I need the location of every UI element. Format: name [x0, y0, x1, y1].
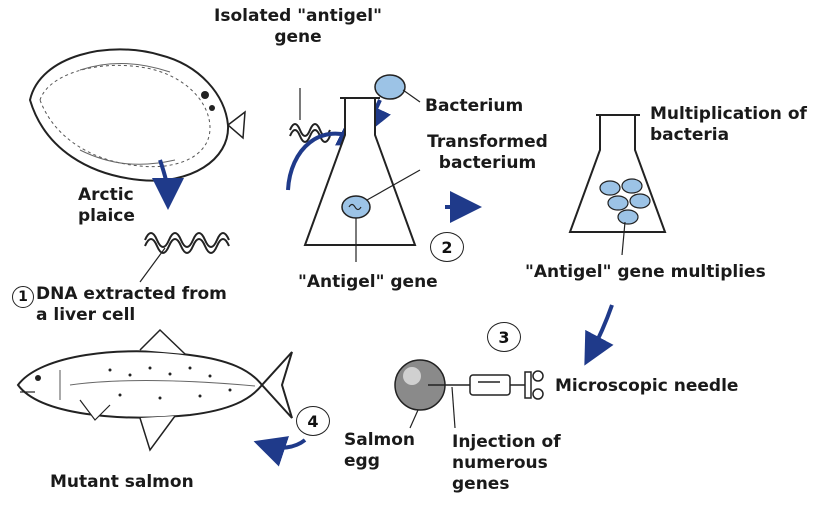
step-2-badge: 2	[430, 232, 464, 262]
transformed-bacterium-label: Transformed bacterium	[400, 132, 575, 174]
arctic-plaice-illustration	[30, 49, 245, 180]
isolated-gene-icon	[290, 124, 330, 142]
microscopic-needle-label: Microscopic needle	[555, 376, 738, 397]
isolated-gene-label: Isolated "antigel" gene	[198, 6, 398, 48]
gene-multiplies-label: "Antigel" gene multiplies	[525, 262, 766, 283]
step-4-badge: 4	[296, 406, 330, 436]
step-3-badge: 3	[487, 322, 521, 352]
step-1-badge: 1	[12, 286, 34, 308]
arrow-to-mutant-salmon	[265, 440, 305, 448]
multiplication-label: Multiplication of bacteria	[650, 104, 807, 146]
bacterium-label: Bacterium	[425, 96, 523, 117]
antigel-gene-label: "Antigel" gene	[298, 272, 438, 293]
flask-transformation	[305, 98, 415, 245]
dna-coil-icon	[145, 233, 229, 253]
arctic-plaice-label: Arctic plaice	[78, 185, 135, 227]
bacterium-icon	[375, 75, 405, 99]
salmon-egg-label: Salmon egg	[344, 430, 415, 472]
mutant-salmon-illustration	[18, 330, 292, 450]
microscopic-needle-icon	[428, 371, 543, 399]
mutant-salmon-label: Mutant salmon	[50, 472, 194, 493]
injection-label: Injection of numerous genes	[452, 432, 561, 495]
dna-extracted-label: DNA extracted from a liver cell	[36, 284, 227, 326]
arrow-to-needle	[590, 305, 612, 355]
transformed-bacterium-icon	[342, 196, 370, 218]
